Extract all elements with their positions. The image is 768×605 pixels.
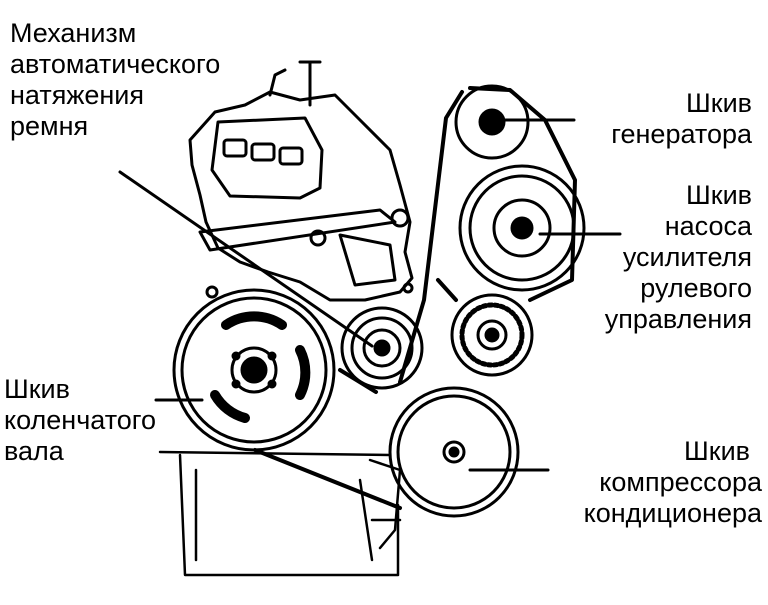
- label-tensioner-line-4: ремня: [10, 111, 89, 141]
- label-tensioner-line-2: автоматического: [10, 49, 221, 79]
- bracket-slot-2: [250, 142, 276, 162]
- bracket-slot-1: [222, 138, 248, 158]
- label-crankshaft-line-2: коленчатого: [4, 405, 157, 435]
- label-ac-compressor-line-3: кондиционера: [583, 498, 762, 528]
- engine-block-outline: [188, 90, 414, 302]
- label-power-steering: Шкив насоса усилителя рулевого управлени…: [605, 180, 752, 335]
- crankshaft-pulley: [172, 288, 336, 452]
- label-power-steering-line-3: усилителя: [622, 242, 752, 272]
- label-power-steering-line-5: управления: [604, 304, 752, 334]
- label-tensioner-line-3: натяжения: [10, 80, 145, 110]
- label-crankshaft-line-3: вала: [4, 436, 64, 466]
- label-tensioner: Механизм автоматического натяжения ремня: [10, 18, 220, 142]
- leader-tensioner: [118, 170, 374, 348]
- ac-compressor-pulley: [388, 386, 520, 518]
- label-crankshaft-line-1: Шкив: [4, 374, 70, 404]
- drive-belt: [253, 86, 577, 510]
- label-crankshaft: Шкив коленчатого вала: [4, 374, 156, 467]
- label-generator: Шкив генератора: [611, 88, 752, 150]
- idler-pulley: [450, 293, 534, 377]
- label-ac-compressor-line-2: компрессора: [599, 467, 762, 497]
- bracket-slot-3: [278, 146, 304, 166]
- label-power-steering-line-4: рулевого: [640, 273, 752, 303]
- oil-pan: [158, 450, 402, 577]
- label-generator-line-1: Шкив: [686, 88, 752, 118]
- label-generator-line-2: генератора: [611, 119, 752, 149]
- label-tensioner-line-1: Механизм: [10, 18, 137, 48]
- label-ac-compressor: Шкив компрессора кондиционера: [530, 436, 762, 529]
- tensioner-bracket: [210, 116, 324, 200]
- label-power-steering-line-1: Шкив: [686, 180, 752, 210]
- bracket-strap: [198, 208, 397, 252]
- alternator-pulley: [454, 84, 530, 160]
- label-ac-compressor-line-1: Шкив: [684, 436, 750, 466]
- power-steering-pulley: [458, 164, 586, 292]
- label-power-steering-line-2: насоса: [664, 211, 752, 241]
